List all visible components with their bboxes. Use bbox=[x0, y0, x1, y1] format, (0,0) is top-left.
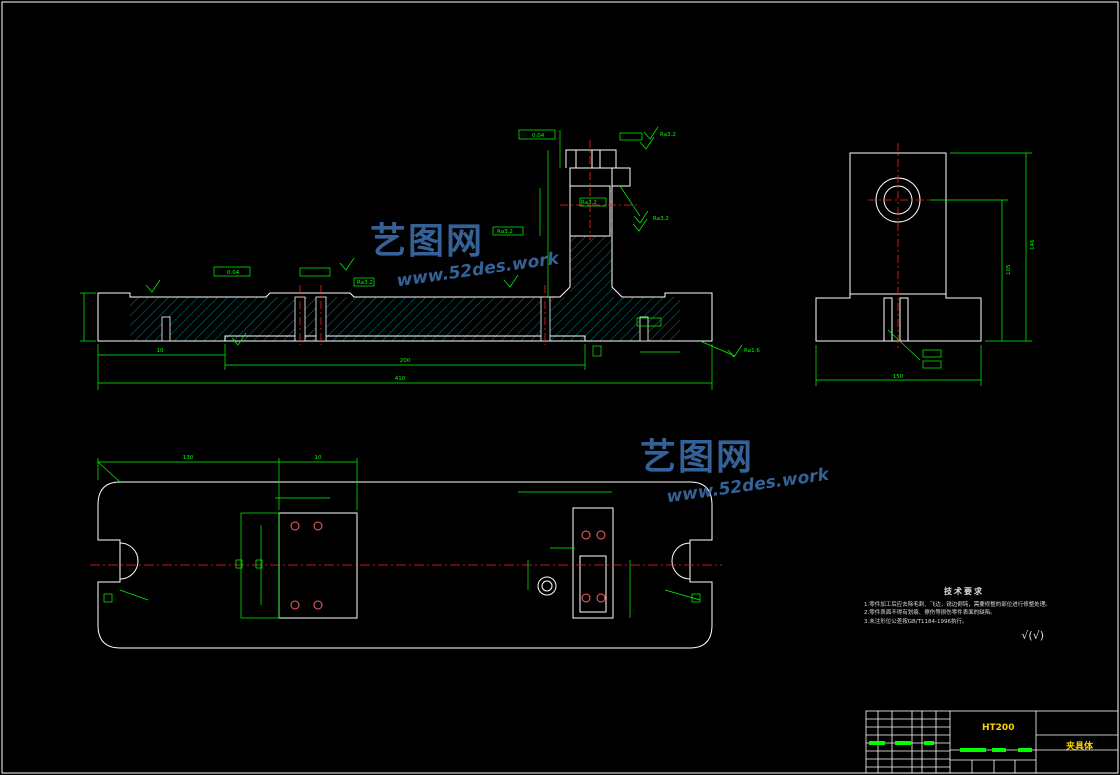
plan-pad-left bbox=[278, 512, 358, 619]
plan-pin-hole bbox=[537, 576, 557, 596]
dim-side-height: 146 bbox=[1030, 239, 1036, 250]
front-hole-end bbox=[639, 316, 649, 342]
tech-item-1: 1.零件加工后应去除毛刺、飞边，锐边倒钝，需要修整的部位进行修整处理。 bbox=[864, 601, 1051, 608]
technical-requirements: 技术要求 1.零件加工后应去除毛刺、飞边，锐边倒钝，需要修整的部位进行修整处理。… bbox=[864, 587, 1064, 642]
tech-item-2: 2.零件表面不得有划痕、擦伤等损伤零件表面的缺陷。 bbox=[864, 610, 996, 616]
front-dim-boxes bbox=[213, 129, 662, 357]
flatness-label-front: 0.04 bbox=[227, 270, 240, 276]
roughness-label-boss-right: Ra3.2 bbox=[653, 216, 669, 222]
roughness-label-top: Ra3.2 bbox=[357, 280, 373, 286]
dim-inner-length: 200 bbox=[400, 358, 411, 364]
flatness-label-boss: 0.04 bbox=[532, 133, 545, 139]
plan-dimensions bbox=[97, 458, 701, 619]
dim-overall-length: 410 bbox=[395, 376, 406, 382]
side-centerlines bbox=[868, 143, 930, 350]
side-base bbox=[815, 293, 982, 342]
roughness-label-boss-top: Ra3.2 bbox=[660, 132, 676, 138]
title-block-material: HT200 bbox=[982, 723, 1015, 733]
plan-outline bbox=[97, 481, 713, 649]
front-section-view bbox=[97, 140, 713, 345]
front-hole-left bbox=[161, 316, 171, 342]
dim-side-width: 150 bbox=[893, 374, 904, 380]
plan-slot-right bbox=[671, 542, 691, 580]
plan-slot-left bbox=[119, 542, 139, 580]
front-dimensions bbox=[80, 130, 736, 390]
title-block-part-name: 夹具体 bbox=[1066, 742, 1094, 752]
tech-item-3: 3.未注形位公差按GB/T1184-1996执行。 bbox=[864, 618, 968, 625]
roughness-label-mid: Ra3.2 bbox=[497, 229, 513, 235]
roughness-label-end: Ra1.6 bbox=[744, 348, 760, 354]
tech-title: 技术要求 bbox=[944, 587, 984, 596]
roughness-label-boss: Ra3.2 bbox=[581, 200, 597, 206]
roughness-symbol: √(√) bbox=[1021, 629, 1044, 642]
dim-plan-pad: 10 bbox=[315, 455, 322, 461]
dim-side-height2: 105 bbox=[1006, 264, 1012, 275]
front-dim-text: 410 200 10 Ra1.6 Ra3.2 Ra3.2 Ra3.2 Ra3.2… bbox=[157, 132, 761, 382]
dim-plan-left: 130 bbox=[183, 455, 194, 461]
front-hole-right bbox=[540, 296, 551, 342]
side-dimensions bbox=[815, 152, 1032, 386]
plan-pad-right bbox=[572, 507, 614, 619]
side-hole bbox=[883, 297, 893, 342]
side-view bbox=[815, 152, 982, 342]
side-bore-outer bbox=[875, 177, 921, 223]
dim-left-step: 10 bbox=[157, 348, 164, 354]
front-roughness-marks bbox=[145, 126, 743, 358]
